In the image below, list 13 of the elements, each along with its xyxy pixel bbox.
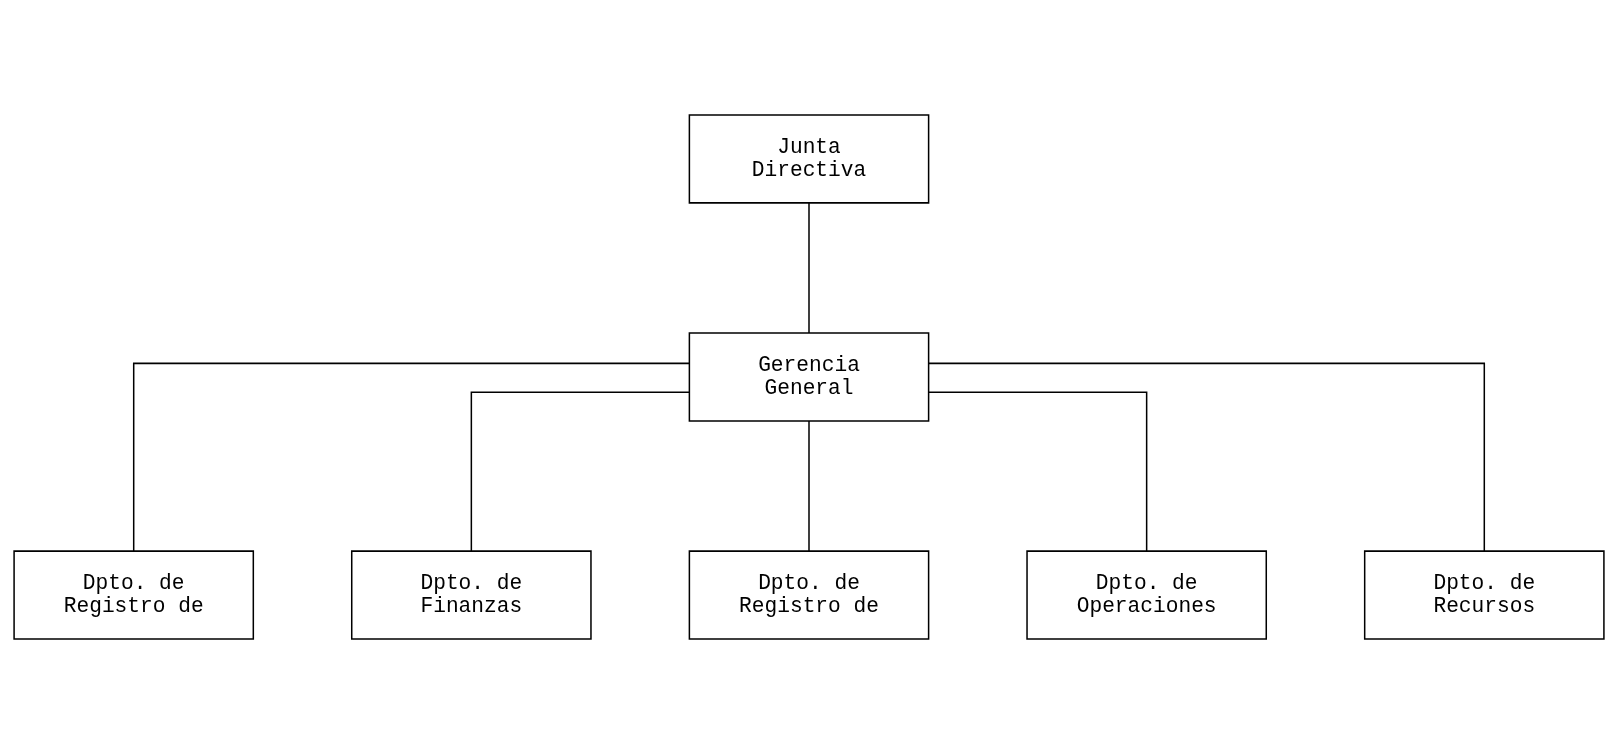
node-box: Dpto. de Registro de: [13, 549, 255, 640]
connector: [808, 201, 810, 334]
connector: [132, 362, 690, 552]
connector: [928, 362, 1486, 552]
node-box: Junta Directiva: [688, 113, 930, 204]
connector: [808, 419, 810, 552]
connector: [470, 390, 690, 552]
node-box: Dpto. de Registro de: [688, 549, 930, 640]
node-box: Dpto. de Operaciones: [1026, 549, 1268, 640]
node-box: Dpto. de Recursos: [1363, 549, 1605, 640]
node-box: Dpto. de Finanzas: [350, 549, 592, 640]
connector: [928, 390, 1148, 552]
node-box: Gerencia General: [688, 331, 930, 422]
